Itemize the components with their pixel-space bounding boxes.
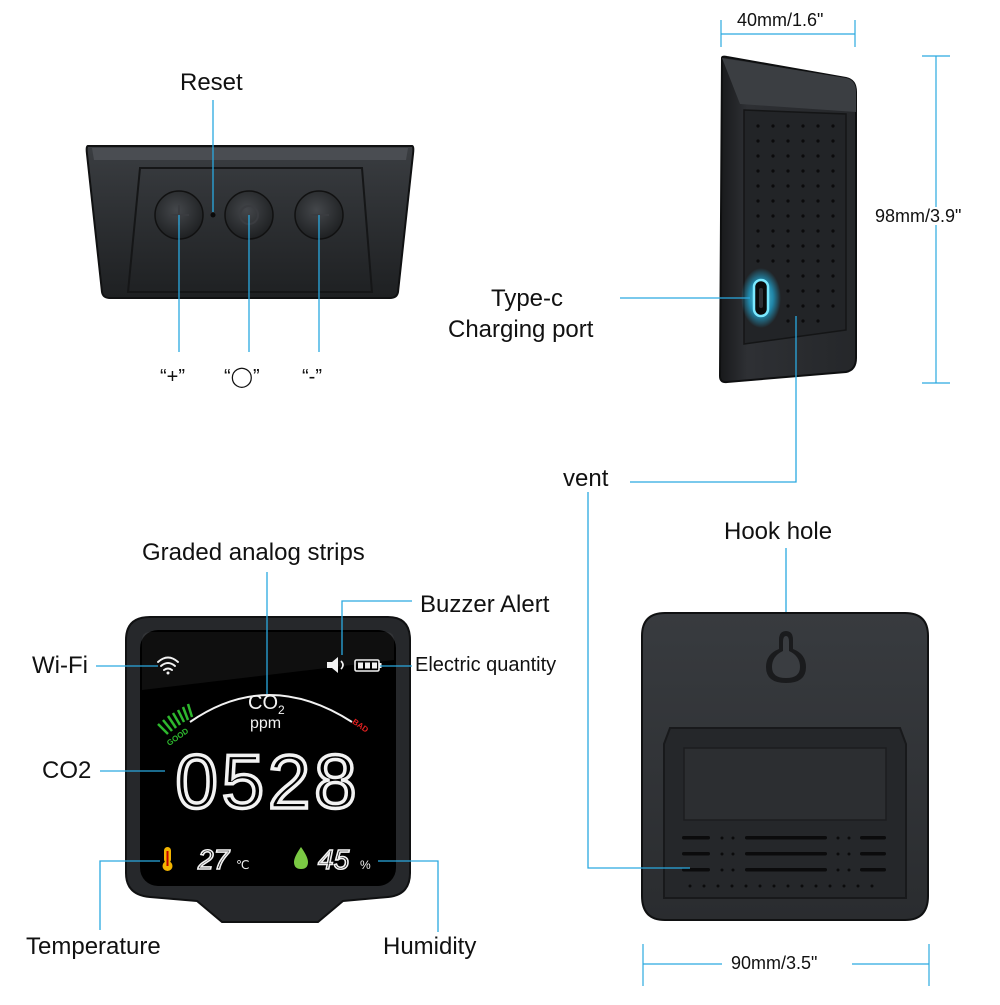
temperature-label: Temperature — [26, 933, 161, 960]
front-view-callout-lines — [96, 572, 439, 932]
circle-button-label: “◯” — [224, 366, 260, 388]
thermometer-icon — [162, 847, 173, 871]
temperature-value: 27 — [197, 844, 231, 875]
hook-hole-icon — [766, 631, 806, 683]
humidity-unit: % — [360, 858, 371, 872]
back-view-dimension-lines — [642, 944, 930, 986]
side-height-dimension: 98mm/3.9" — [873, 206, 964, 226]
vent-label: vent — [563, 465, 609, 492]
top-view-device — [85, 145, 415, 299]
gauge-arc — [189, 694, 353, 723]
hook-hole-label: Hook hole — [724, 518, 833, 545]
reset-label: Reset — [180, 69, 243, 96]
display-screen — [140, 630, 396, 886]
graded-strips-label: Graded analog strips — [142, 539, 365, 566]
co2-value: 0528 — [175, 740, 360, 825]
co2-label: CO2 — [42, 757, 92, 784]
back-width-dimension: 90mm/3.5" — [731, 953, 818, 973]
front-view-device — [125, 616, 411, 923]
minus-button-label: “-” — [302, 366, 322, 388]
top-view-callout-lines — [178, 100, 320, 352]
back-vent-slots — [682, 836, 886, 888]
gauge-good-strips — [157, 703, 194, 735]
temperature-unit: ℃ — [236, 858, 249, 872]
side-view-callout-lines — [620, 297, 797, 483]
side-view-device — [718, 55, 857, 384]
speaker-icon — [327, 657, 344, 673]
screen-unit: ppm — [250, 715, 281, 732]
buzzer-alert-label: Buzzer Alert — [420, 591, 550, 618]
wifi-icon — [157, 656, 179, 675]
reset-pinhole[interactable] — [210, 212, 216, 218]
screen-co2-title: CO2 — [248, 692, 285, 717]
usb-c-port-icon[interactable] — [741, 268, 781, 328]
electric-quantity-label: Electric quantity — [415, 654, 557, 676]
back-view-device — [641, 612, 929, 921]
humidity-label: Humidity — [383, 933, 477, 960]
side-vent-holes — [756, 124, 835, 323]
wifi-label: Wi-Fi — [32, 652, 88, 679]
water-drop-icon — [294, 847, 308, 869]
type-c-label: Type-c — [491, 285, 564, 312]
vent-callout-line — [587, 492, 690, 869]
humidity-value: 45 — [318, 844, 350, 875]
charging-port-label: Charging port — [448, 316, 594, 343]
plus-button-label: “+” — [160, 366, 185, 388]
side-width-dimension: 40mm/1.6" — [735, 10, 826, 30]
